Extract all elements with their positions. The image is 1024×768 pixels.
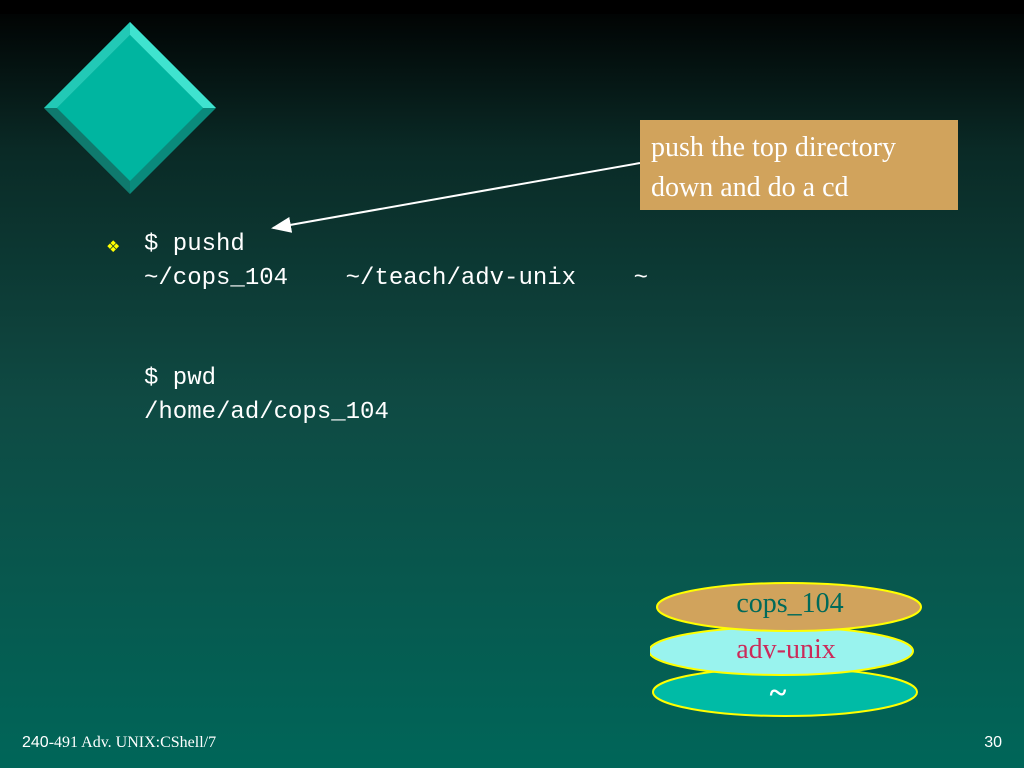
stack-label-middle: adv-unix [736,634,836,665]
directory-stack-diagram [650,582,922,717]
teal-diamond-icon [44,22,216,194]
stack-label-top: cops_104 [736,588,844,619]
code-line-pwd: $ pwd [144,365,217,392]
callout-line-1: push the top directory [651,132,896,163]
stack-ellipse-top [656,582,922,632]
code-line-path: /home/ad/cops_104 [144,399,389,426]
code-line-pushd: $ pushd [144,231,245,258]
four-diamond-bullet-icon: ❖ [106,237,121,256]
footer-course: 240-491 Adv. UNIX:CShell/7 [22,734,216,752]
callout-line-2: down and do a cd [651,172,849,203]
footer-course-number: 240 [22,734,49,751]
footer-course-title: -491 Adv. UNIX:CShell/7 [48,734,217,751]
code-line-stack: ~/cops_104 ~/teach/adv-unix ~ [144,265,649,292]
page-number: 30 [984,734,1002,751]
top-bar [0,0,1024,14]
stack-label-bottom: ~ [769,674,787,710]
callout-box: push the top directory down and do a cd [640,120,958,210]
